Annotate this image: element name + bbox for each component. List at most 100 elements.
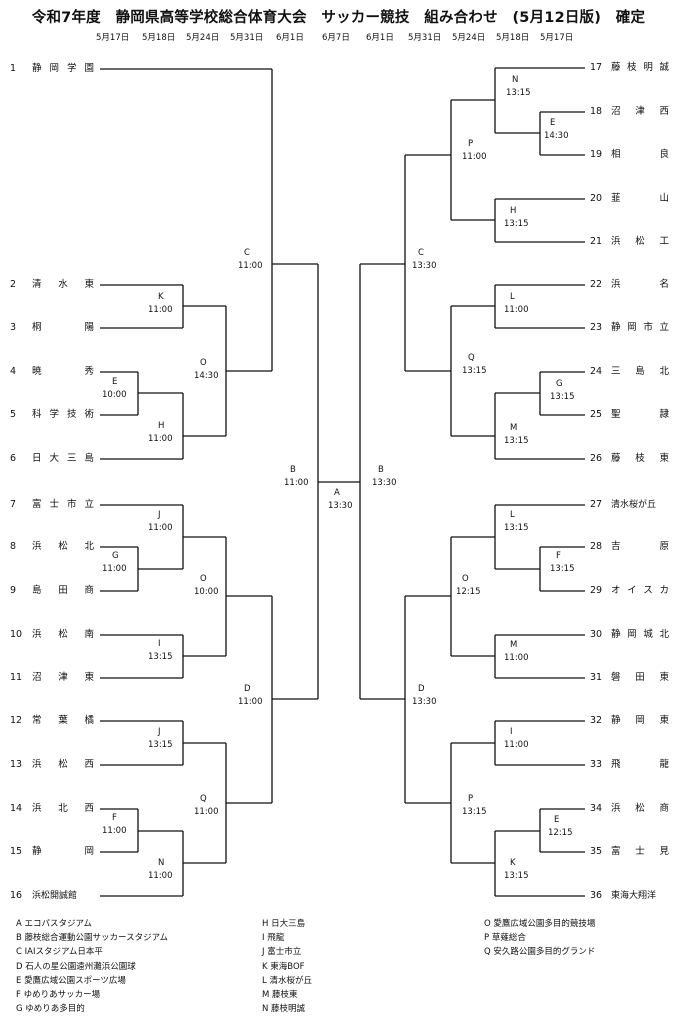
match-venue-code: L [510,292,515,302]
match-time: 13:15 [462,807,487,817]
team-number: 25 [590,409,603,420]
venue-entry: L 清水桜が丘 [262,975,312,986]
venue-entry: D 石人の星公園遠州灘浜公園球 [16,961,136,972]
team-name: 静岡 [32,846,94,857]
team-name: 磐田東 [611,672,669,683]
match-time: 11:00 [504,305,529,315]
team-number: 8 [10,541,17,552]
round-date: 6月7日 [322,33,350,43]
team-entry-left: 4 暁秀 [10,366,96,378]
team-number: 20 [590,193,603,204]
venue-entry: N 藤枝明誠 [262,1004,306,1015]
team-name: 藤枝明誠 [611,62,669,73]
venue-entry: C IAIスタジアム日本平 [16,947,103,958]
team-number: 17 [590,62,603,73]
match-time: 11:00 [238,261,263,271]
team-name: 暁秀 [32,366,94,377]
match-venue-code: D [418,684,425,694]
team-name: 桐陽 [32,322,94,333]
match-time: 10:00 [102,390,127,400]
page-title: 令和7年度 静岡県高等学校総合体育大会 サッカー競技 組み合わせ (5月12日版… [31,10,646,26]
team-name: 韮山 [611,193,669,204]
match-venue-code: B [290,465,296,475]
team-name: 沼津東 [32,672,94,683]
match-venue-code: K [158,292,164,302]
match-time: 12:15 [548,828,573,838]
venue-entry: Q 安久路公園多目的グランド [484,947,596,958]
match-venue-code: Q [468,353,475,363]
team-name: 静岡市立 [611,322,669,333]
team-number: 22 [590,279,603,290]
team-number: 1 [10,63,17,74]
match-time: 11:00 [148,305,173,315]
match-venue-code: E [550,118,556,128]
match-time: 11:00 [148,434,173,444]
team-number: 21 [590,236,603,247]
match-time: 11:00 [102,564,127,574]
venue-entry: K 東海BOF [262,961,305,972]
team-name: 静岡学園 [32,63,94,74]
match-time: 13:30 [412,697,437,707]
team-number: 9 [10,585,17,596]
match-venue-code: H [510,206,517,216]
match-time: 13:15 [506,88,531,98]
team-number: 3 [10,322,17,333]
team-number: 35 [590,846,603,857]
venue-entry: O 愛鷹広域公園多目的競技場 [484,919,596,929]
match-time: 13:15 [550,392,575,402]
match-venue-code: E [554,815,560,825]
match-venue-code: E [112,377,118,387]
team-name: 吉原 [611,541,669,552]
match-time: 14:30 [544,131,569,141]
venue-entry: H 日大三島 [262,919,306,929]
match-time: 11:00 [102,826,127,836]
team-number: 19 [590,149,603,160]
match-time: 13:15 [550,564,575,574]
match-venue-code: B [378,465,384,475]
match-venue-code: F [556,551,561,561]
team-name: 飛龍 [611,759,669,770]
team-name: 相良 [611,149,669,160]
match-venue-code: N [158,858,165,868]
venue-entry: P 草薙総合 [484,933,526,944]
round-date: 5月18日 [142,33,176,43]
team-number: 26 [590,453,603,464]
team-name: 沼津西 [611,106,669,117]
team-name: 浜松工 [611,236,669,247]
match-venue-code: F [112,813,117,823]
team-number: 27 [590,499,603,510]
match-time: 13:15 [504,436,529,446]
team-number: 15 [10,846,23,857]
match-time: 11:00 [148,523,173,533]
team-number: 34 [590,803,603,814]
venue-entry: A エコパスタジアム [16,919,92,929]
venue-entry: I 飛龍 [262,933,285,944]
match-venue-code: H [158,421,165,431]
team-entry-right: 20 韮山 [590,193,672,205]
team-name: 島田商 [32,585,94,596]
team-name: 浜松開誠館 [32,891,78,901]
match-venue-code: M [510,640,518,650]
match-venue-code: G [556,379,563,389]
match-venue-code: O [200,358,207,368]
team-entry-right: 21 浜松工 [590,236,672,248]
match-venue-code: D [244,684,251,694]
team-number: 2 [10,279,17,290]
team-number: 24 [590,366,603,377]
team-name: 日大三島 [32,453,94,464]
team-number: 4 [10,366,17,377]
